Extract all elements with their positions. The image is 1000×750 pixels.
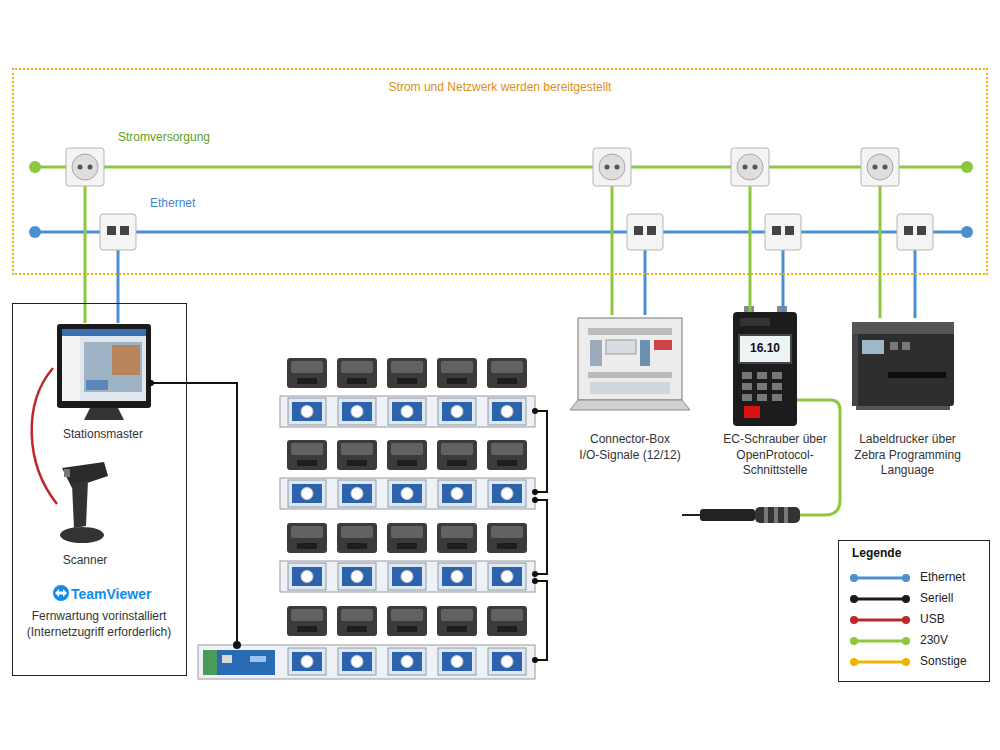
power-cable <box>611 275 614 315</box>
node-caption: Scanner <box>57 553 113 569</box>
legend-swatch <box>848 572 912 584</box>
line-label: Stromversorgung <box>118 130 210 146</box>
line-label: Ethernet <box>150 196 195 212</box>
node-caption: TeamViewer <box>71 585 176 603</box>
node-caption: Labeldrucker über Zebra Programming Lang… <box>845 432 970 479</box>
station-master: Stationsmaster <box>53 323 153 449</box>
legend-swatch <box>848 593 912 605</box>
legend-swatch <box>848 614 912 626</box>
node-caption: Connector-Box I/O-Signale (12/12) <box>565 432 695 463</box>
legend-entry: Ethernet <box>920 570 965 586</box>
power-cable <box>879 275 882 318</box>
scanner: Scanner <box>57 459 113 575</box>
node-caption: Fernwartung vorinstalliert (Internetzugr… <box>17 609 181 640</box>
supply-zone: Strom und Netzwerk werden bereitgestellt <box>12 68 988 275</box>
node-caption: Stationsmaster <box>53 427 153 443</box>
legend-entry: Sonstige <box>920 654 967 670</box>
ethernet-cable <box>914 275 917 318</box>
legend-entry: USB <box>920 612 945 628</box>
power-cable <box>84 275 87 323</box>
screwdriver-controller: EC-Schrauber über OpenProtocol-Schnittst… <box>705 312 845 484</box>
screen-reading: 16.10 <box>741 341 789 357</box>
ethernet-cable <box>782 275 785 312</box>
legend-swatch <box>848 635 912 647</box>
node-caption: Strom und Netzwerk werden bereitgestellt <box>14 80 986 96</box>
legend-swatch <box>848 656 912 668</box>
legend-title: Legende <box>852 546 901 562</box>
station-frame: TeamViewerFernwartung vorinstalliert (In… <box>12 303 187 676</box>
legend-entry: Seriell <box>920 591 953 607</box>
label-printer: Labeldrucker über Zebra Programming Lang… <box>840 318 975 483</box>
legend-entry: 230V <box>920 633 948 649</box>
connector-box: Connector-Box I/O-Signale (12/12) <box>565 315 695 469</box>
ethernet-cable <box>117 275 120 323</box>
power-cable <box>749 275 752 312</box>
usb-cable <box>32 368 57 504</box>
ethernet-cable <box>644 275 647 315</box>
node-caption: EC-Schrauber über OpenProtocol-Schnittst… <box>716 432 834 479</box>
